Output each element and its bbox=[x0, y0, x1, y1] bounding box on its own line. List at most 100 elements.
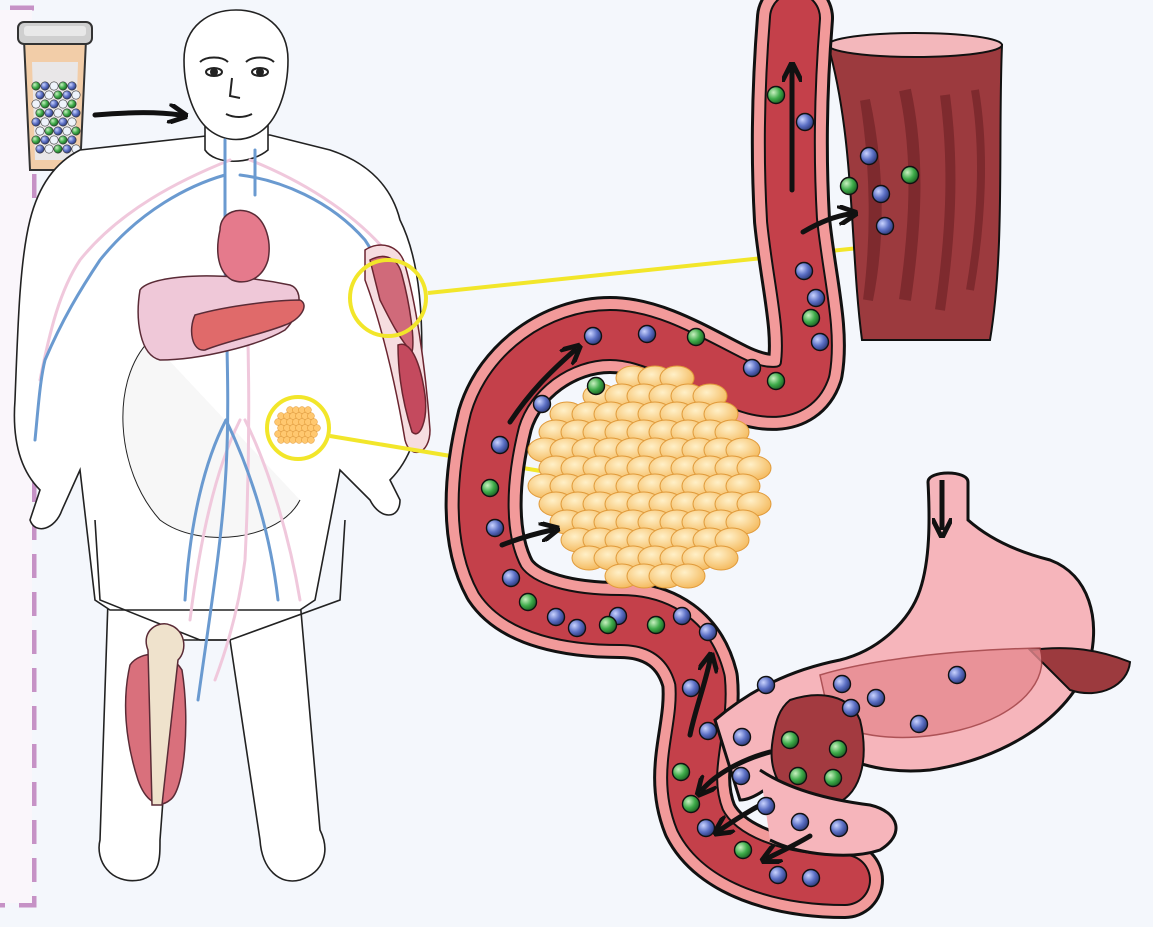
supplement-bead bbox=[41, 136, 49, 144]
supplement-bead bbox=[54, 145, 62, 153]
blue-particle bbox=[487, 520, 504, 537]
blue-particle bbox=[770, 867, 787, 884]
supplement-bead bbox=[32, 118, 40, 126]
supplement-bead bbox=[45, 109, 53, 117]
supplement-bead bbox=[36, 91, 44, 99]
supplement-bead bbox=[63, 91, 71, 99]
supplement-bead bbox=[50, 100, 58, 108]
supplement-bead bbox=[59, 82, 67, 90]
green-particle bbox=[782, 732, 799, 749]
supplement-bead bbox=[68, 136, 76, 144]
blue-particle bbox=[758, 677, 775, 694]
supplement-bead bbox=[45, 145, 53, 153]
supplement-bead bbox=[63, 127, 71, 135]
blue-particle bbox=[700, 624, 717, 641]
supplement-bead bbox=[41, 100, 49, 108]
supplement-jar-icon bbox=[18, 22, 92, 170]
supplement-bead bbox=[50, 82, 58, 90]
blue-particle bbox=[831, 820, 848, 837]
supplement-bead bbox=[50, 136, 58, 144]
green-particle bbox=[803, 310, 820, 327]
blue-particle bbox=[492, 437, 509, 454]
blue-particle bbox=[797, 114, 814, 131]
blue-particle bbox=[758, 798, 775, 815]
blue-particle bbox=[548, 609, 565, 626]
fat-cell bbox=[671, 564, 705, 588]
blue-particle bbox=[585, 328, 602, 345]
supplement-bead bbox=[32, 82, 40, 90]
supplement-bead bbox=[32, 100, 40, 108]
heart bbox=[218, 210, 269, 281]
green-particle bbox=[688, 329, 705, 346]
blue-particle bbox=[683, 680, 700, 697]
fat-cell bbox=[311, 419, 318, 426]
stomach bbox=[715, 473, 1130, 855]
blue-particle bbox=[698, 820, 715, 837]
blue-particle bbox=[843, 700, 860, 717]
blue-particle bbox=[911, 716, 928, 733]
green-particle bbox=[902, 167, 919, 184]
blue-particle bbox=[792, 814, 809, 831]
blue-particle bbox=[808, 290, 825, 307]
supplement-bead bbox=[72, 109, 80, 117]
supplement-bead bbox=[32, 136, 40, 144]
fat-cell bbox=[314, 425, 321, 432]
supplement-bead bbox=[41, 82, 49, 90]
supplement-bead bbox=[45, 127, 53, 135]
blue-particle bbox=[569, 620, 586, 637]
supplement-bead bbox=[54, 127, 62, 135]
green-particle bbox=[830, 741, 847, 758]
blue-particle bbox=[674, 608, 691, 625]
blue-particle bbox=[861, 148, 878, 165]
supplement-bead bbox=[59, 118, 67, 126]
blue-particle bbox=[873, 186, 890, 203]
green-particle bbox=[648, 617, 665, 634]
supplement-bead bbox=[50, 118, 58, 126]
blue-particle bbox=[868, 690, 885, 707]
fat-cell bbox=[308, 413, 315, 420]
supplement-bead bbox=[68, 100, 76, 108]
supplement-bead bbox=[54, 91, 62, 99]
supplement-bead bbox=[36, 145, 44, 153]
green-particle bbox=[768, 373, 785, 390]
green-particle bbox=[825, 770, 842, 787]
supplement-bead bbox=[68, 82, 76, 90]
blue-particle bbox=[534, 396, 551, 413]
green-particle bbox=[768, 87, 785, 104]
blue-particle bbox=[834, 676, 851, 693]
supplement-bead bbox=[59, 100, 67, 108]
supplement-bead bbox=[54, 109, 62, 117]
fat-cell bbox=[308, 437, 315, 444]
supplement-bead bbox=[63, 109, 71, 117]
blue-particle bbox=[796, 263, 813, 280]
supplement-bead bbox=[36, 109, 44, 117]
supplement-bead bbox=[68, 118, 76, 126]
green-particle bbox=[841, 178, 858, 195]
blue-particle bbox=[744, 360, 761, 377]
green-particle bbox=[790, 768, 807, 785]
fat-cell bbox=[311, 431, 318, 438]
blue-particle bbox=[949, 667, 966, 684]
supplement-bead bbox=[63, 145, 71, 153]
fat-cell bbox=[305, 407, 312, 414]
green-particle bbox=[735, 842, 752, 859]
fat-cell bbox=[704, 546, 738, 570]
supplement-bead bbox=[41, 118, 49, 126]
green-particle bbox=[683, 796, 700, 813]
green-particle bbox=[673, 764, 690, 781]
supplement-bead bbox=[36, 127, 44, 135]
blue-particle bbox=[877, 218, 894, 235]
arrow-right-icon bbox=[95, 113, 180, 115]
green-particle bbox=[520, 594, 537, 611]
blue-particle bbox=[733, 768, 750, 785]
supplement-bead bbox=[45, 91, 53, 99]
blue-particle bbox=[812, 334, 829, 351]
supplement-bead bbox=[72, 91, 80, 99]
green-particle bbox=[600, 617, 617, 634]
blue-particle bbox=[700, 723, 717, 740]
blue-particle bbox=[734, 729, 751, 746]
supplement-bead bbox=[59, 136, 67, 144]
blue-particle bbox=[503, 570, 520, 587]
